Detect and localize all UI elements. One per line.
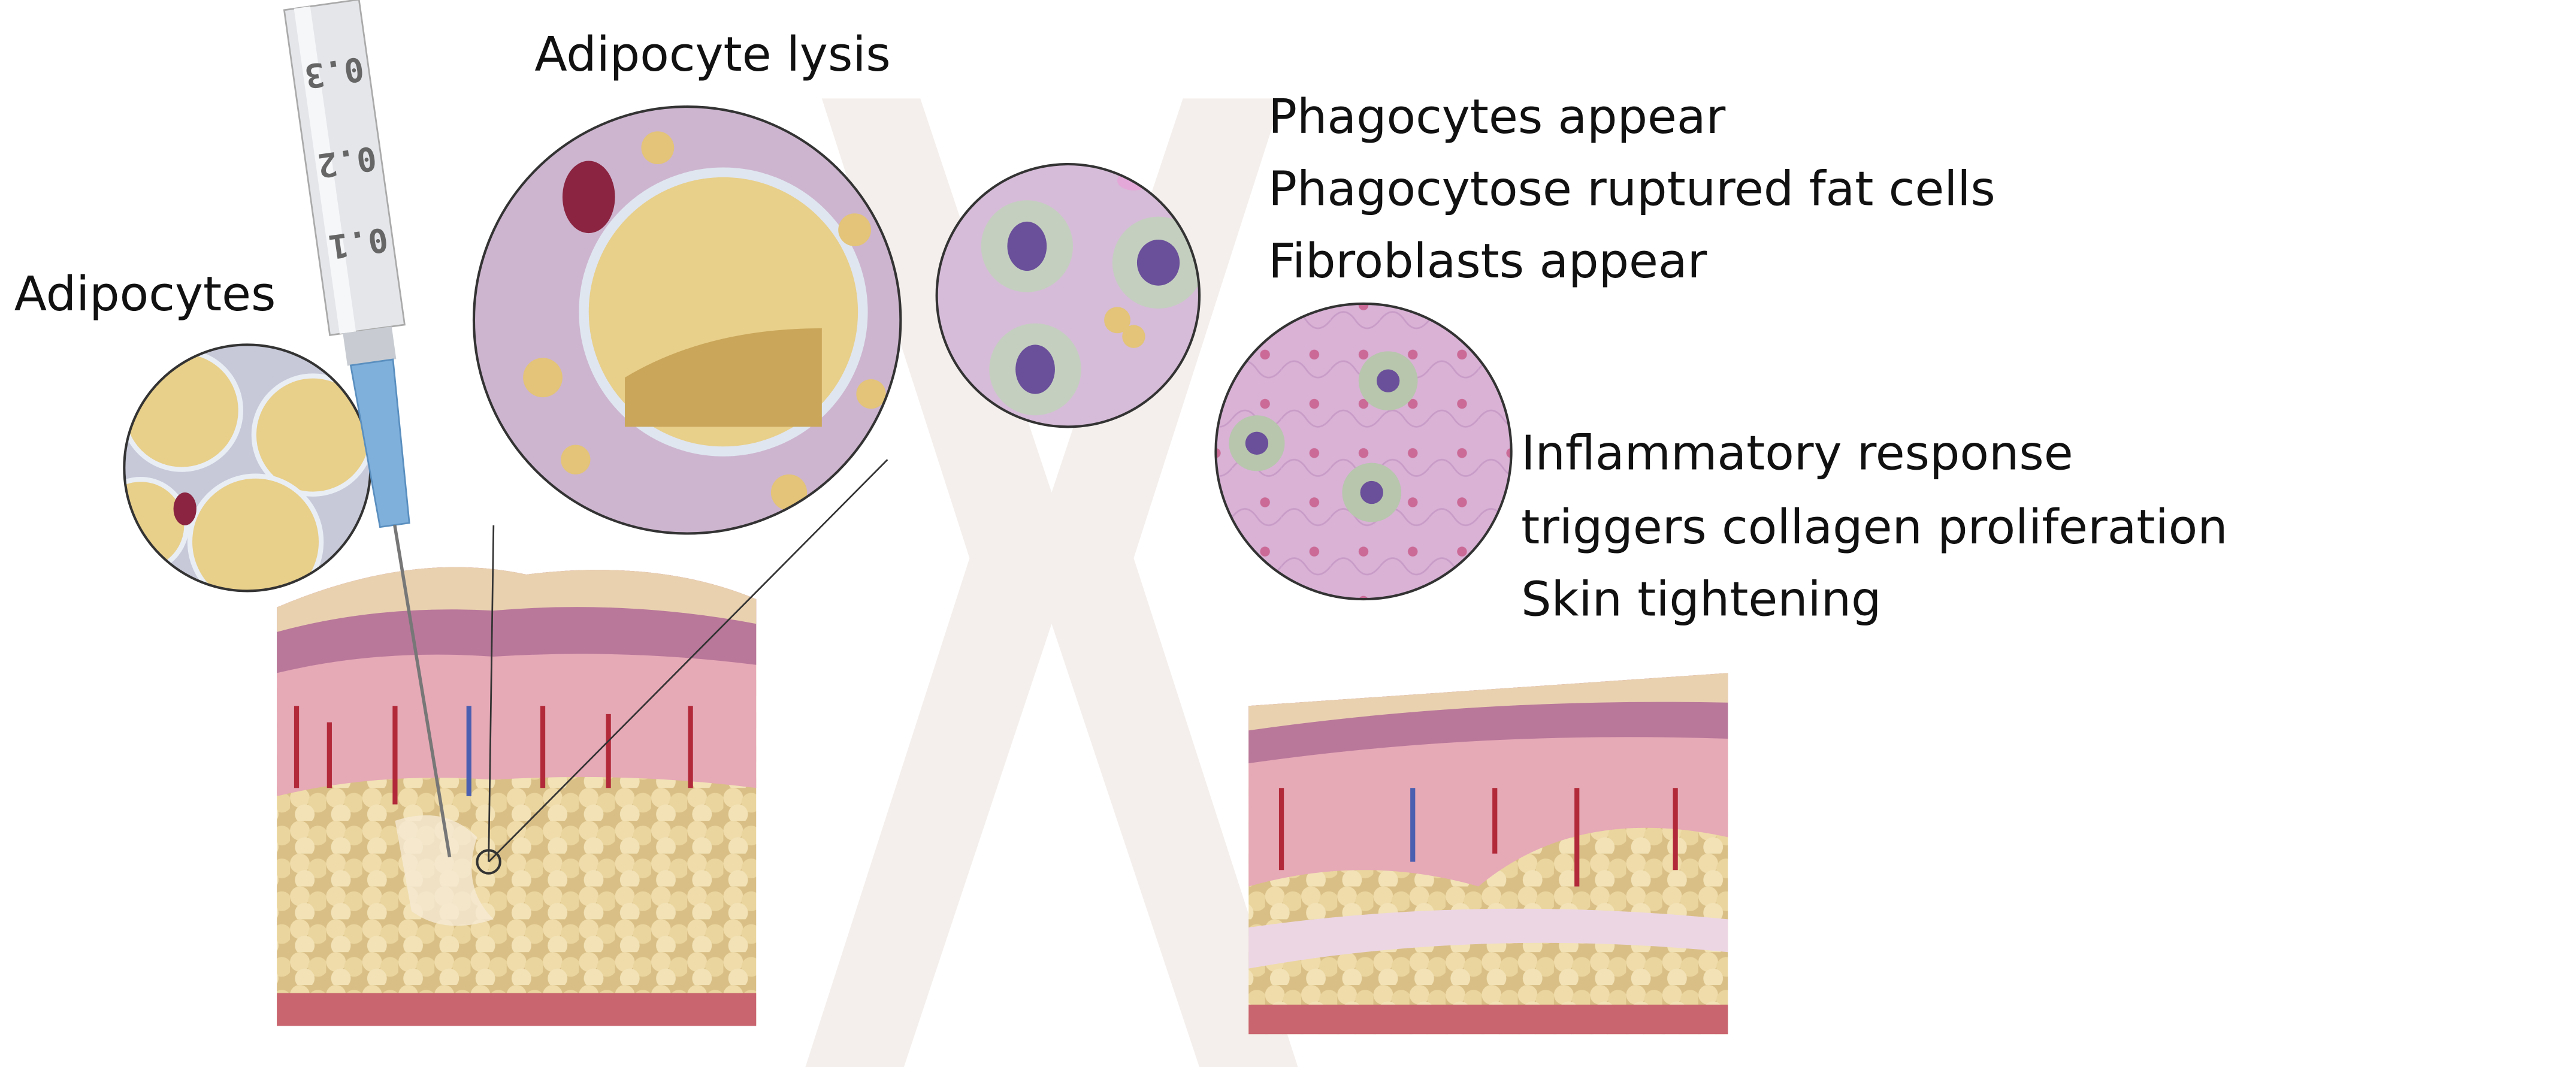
syringe-mark-0-1: 0.1 xyxy=(326,220,391,266)
syringe-mark-0-3: 0.3 xyxy=(303,49,367,95)
fibroblasts-magnified xyxy=(1216,303,1511,600)
syringe: 0.3 0.2 0.1 xyxy=(283,0,452,858)
label-skin-tightening: Skin tightening xyxy=(1521,572,1881,627)
label-inflammatory-response: Inflammatory response xyxy=(1521,425,2073,481)
adipocytes-magnified xyxy=(124,344,371,591)
label-phagocytes-appear: Phagocytes appear xyxy=(1268,89,1726,144)
label-fibroblasts-appear: Fibroblasts appear xyxy=(1268,233,1707,289)
label-adipocyte-lysis: Adipocyte lysis xyxy=(534,26,890,82)
injection-site xyxy=(476,849,501,875)
adipocyte-lysis-magnified xyxy=(473,107,901,534)
skin-block-before xyxy=(277,567,757,1026)
skin-block-after xyxy=(1248,673,1728,1035)
label-phagocytose: Phagocytose ruptured fat cells xyxy=(1268,161,1996,217)
label-triggers-collagen: triggers collagen proliferation xyxy=(1521,499,2228,555)
syringe-mark-0-2: 0.2 xyxy=(315,139,379,185)
phagocytes-magnified xyxy=(936,164,1200,427)
label-adipocytes: Adipocytes xyxy=(14,266,276,322)
magnify-connector xyxy=(488,459,888,863)
